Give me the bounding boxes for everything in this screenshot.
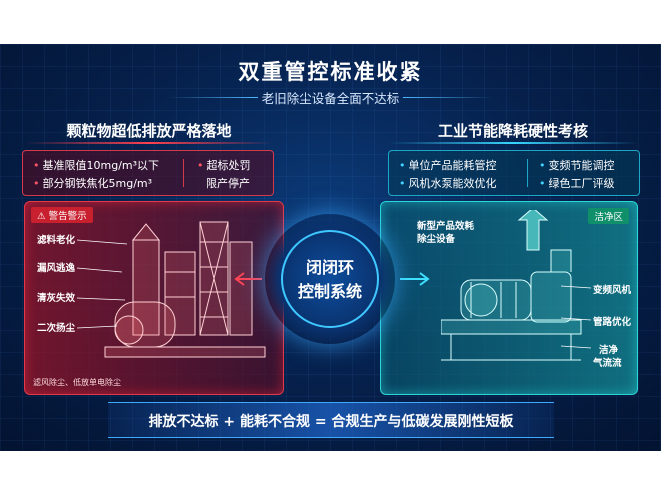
label-pipe-optimization: 管路优化 bbox=[593, 317, 632, 328]
warning-tag-label: 警告警示 bbox=[48, 211, 87, 222]
right-bullet-2: 风机水泵能效优化 bbox=[399, 175, 497, 191]
new-efficient-equipment-illustration bbox=[441, 210, 582, 361]
left-bullet-4: 限产停产 bbox=[206, 177, 250, 190]
hub-inner-ring bbox=[281, 230, 379, 328]
left-panel-old-equipment: ⚠ 警告警示 滤料老化 漏 bbox=[24, 201, 284, 395]
left-heading: 颗粒物超低排放严格落地 bbox=[66, 122, 232, 140]
hub-line-1: 闭闭环 bbox=[305, 258, 354, 277]
warning-icon: ⚠ bbox=[37, 211, 46, 222]
infographic-canvas: 双重管控标准收紧 老旧除尘设备全面不达标 颗粒物超低排放严格落地 基准限值10m… bbox=[0, 44, 661, 451]
center-flow-arrows bbox=[234, 272, 430, 286]
right-heading: 工业节能降耗硬性考核 bbox=[437, 122, 588, 140]
closed-loop-control-hub: 闭闭环 控制系统 bbox=[265, 214, 395, 344]
label-airflow: 气流流 bbox=[593, 358, 622, 369]
subtitle: 老旧除尘设备全面不达标 bbox=[261, 91, 400, 106]
left-heading-underline bbox=[24, 142, 274, 144]
label-air-leak: 漏风逃逸 bbox=[37, 263, 76, 274]
warning-tag: ⚠ 警告警示 bbox=[31, 207, 93, 223]
left-bullet-1: 基准限值10mg/m³以下 bbox=[33, 157, 160, 173]
old-dust-collector-illustration bbox=[104, 221, 266, 358]
right-criteria-box: 单位产品能耗管控 风机水泵能效优化 变频节能调控 绿色工厂评级 bbox=[388, 150, 640, 196]
left-bullet-2: 部分钢铁焦化5mg/m³ bbox=[33, 175, 153, 191]
subtitle-line-right bbox=[403, 97, 493, 98]
label-vfd-fan: 变频风机 bbox=[593, 285, 632, 296]
left-bullet-3: 超标处罚 bbox=[197, 157, 251, 173]
right-bullet-4: 绿色工厂评级 bbox=[539, 175, 615, 191]
right-heading-underline bbox=[388, 142, 638, 144]
main-title: 双重管控标准收紧 bbox=[238, 60, 423, 84]
right-label-leader-lines bbox=[561, 285, 592, 349]
clean-zone-tag: 洁净区 bbox=[588, 208, 629, 224]
right-bullet-3: 变频节能调控 bbox=[539, 157, 615, 173]
hub-line-2: 控制系统 bbox=[297, 282, 362, 301]
label-clean: 洁净 bbox=[599, 345, 619, 356]
left-footnote: 滤风除尘、低放单电除尘 bbox=[33, 378, 121, 387]
conclusion-text: 排放不达标 + 能耗不合规 = 合规生产与低碳发展刚性短板 bbox=[148, 414, 514, 430]
subtitle-line-left bbox=[168, 97, 258, 98]
label-filter-aging: 滤料老化 bbox=[37, 235, 76, 246]
right-panel-new-equipment: 洁净区 新型产品效耗 除尘设备 变频风机 管路优化 洁净 气流流 bbox=[380, 201, 638, 395]
right-bullet-1: 单位产品能耗管控 bbox=[399, 157, 497, 173]
left-criteria-box: 基准限值10mg/m³以下 部分钢铁焦化5mg/m³ 超标处罚 限产停产 bbox=[22, 150, 274, 196]
left-label-leader-lines bbox=[77, 239, 128, 329]
label-cleaning-failure: 清灰失效 bbox=[37, 293, 76, 304]
label-new-equipment: 新型产品效耗 除尘设备 bbox=[417, 221, 475, 245]
conclusion-bar: 排放不达标 + 能耗不合规 = 合规生产与低碳发展刚性短板 bbox=[108, 402, 554, 438]
left-box-divider bbox=[183, 159, 184, 187]
label-secondary-dust: 二次扬尘 bbox=[37, 323, 76, 334]
right-box-divider bbox=[527, 159, 528, 187]
